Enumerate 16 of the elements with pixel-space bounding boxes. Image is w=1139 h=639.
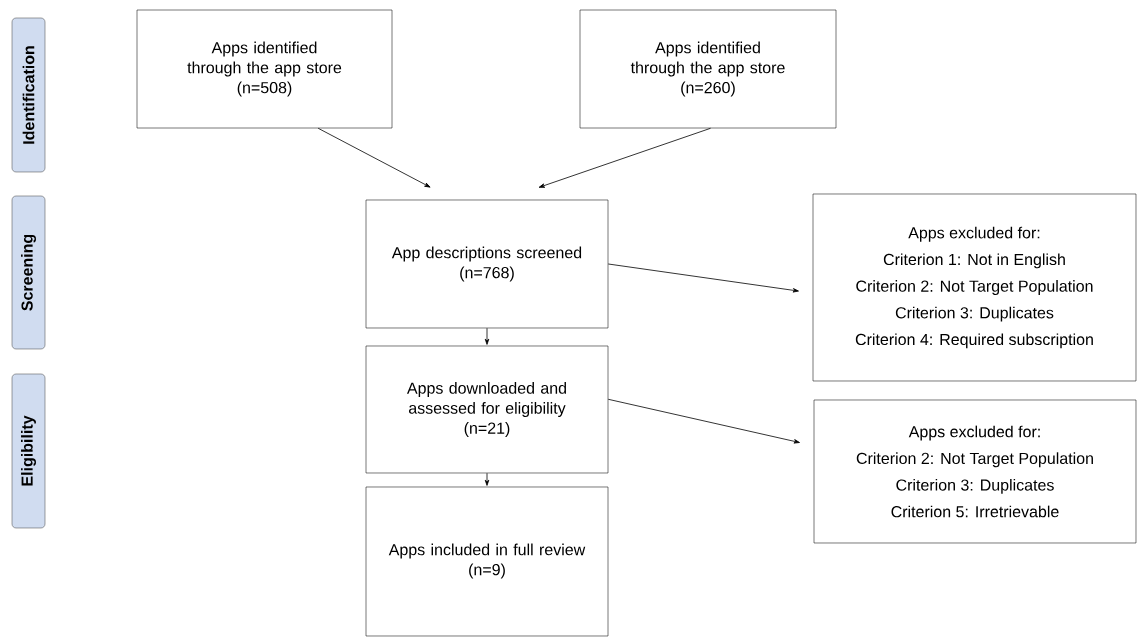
stage-label: Screening — [11, 195, 46, 350]
arrow — [484, 327, 490, 345]
process-box: Apps downloaded and assessed for eligibility (n=21) — [365, 345, 609, 474]
process-box: Apps included in full review (n=9) — [365, 486, 609, 637]
arrow — [607, 263, 799, 293]
process-box: Apps identified through the app store (n=508) — [136, 9, 393, 129]
arrow — [538, 127, 711, 188]
process-box: Apps identified through the app store (n=260) — [579, 9, 837, 129]
stage-label: Eligibility — [11, 373, 46, 529]
arrow — [607, 398, 800, 444]
process-box: App descriptions screened (n=768) — [365, 199, 609, 329]
stage-label: Identification — [11, 17, 46, 173]
exclusion-box: Apps excluded for: Criterion 2: Not Target Population Criterion 3: Duplicates Criterion 5: Irretrievable — [813, 399, 1137, 544]
arrow — [317, 127, 431, 188]
arrow — [484, 472, 490, 486]
exclusion-box: Apps excluded for: Criterion 1: Not in English Criterion 2: Not Target Population Criterion 3: Duplicates Criterion 4: Required subscription — [812, 193, 1137, 382]
